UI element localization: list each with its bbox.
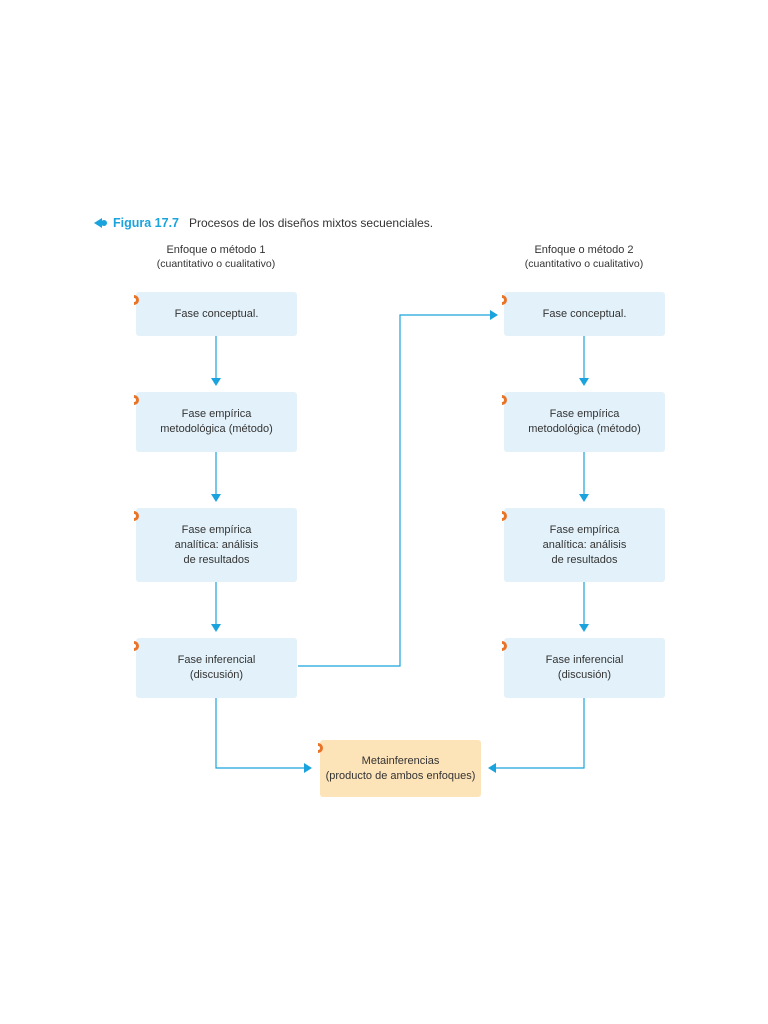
connector-c1-to-meta <box>215 698 306 769</box>
connector-c2-to-meta <box>494 698 585 769</box>
figure-caption: Figura 17.7 Procesos de los diseños mixt… <box>94 216 433 230</box>
figure-label: Figura 17.7 <box>113 216 179 230</box>
arrowhead <box>211 624 221 632</box>
marker-icon <box>134 395 139 405</box>
box-line: Fase conceptual. <box>542 307 627 320</box>
arrow-left-icon <box>94 218 102 228</box>
box-line: (discusión) <box>557 669 612 681</box>
column-1-heading-line: (cuantitativo o cualitativo) <box>156 258 276 270</box>
column-2-heading: Enfoque o método 2 (cuantitativo o cuali… <box>484 243 684 271</box>
box-line: (producto de ambos enfoques) <box>325 769 476 782</box>
box-line: Fase conceptual. <box>174 307 259 320</box>
c2-box-inferencial: Fase inferencial (discusión) <box>502 638 665 698</box>
c1-box-conceptual: Fase conceptual. <box>134 292 297 336</box>
box-line: Fase inferencial <box>545 654 624 666</box>
column-2-heading-line: Enfoque o método 2 <box>534 244 634 256</box>
marker-icon <box>134 511 139 521</box>
marker-icon <box>318 743 323 753</box>
marker-icon <box>502 511 507 521</box>
column-1-heading-line: Enfoque o método 1 <box>166 244 266 256</box>
arrowhead <box>488 763 496 773</box>
box-line: Fase empírica <box>549 408 620 420</box>
box-line: Fase empírica <box>181 408 252 420</box>
arrowhead <box>579 494 589 502</box>
box-line: (discusión) <box>189 669 244 681</box>
box-line: de resultados <box>551 553 618 566</box>
marker-icon <box>502 641 507 651</box>
arrowhead <box>304 763 312 773</box>
box-line: de resultados <box>183 553 250 566</box>
box-line: Fase empírica <box>549 523 620 536</box>
metainferencias-box: Metainferencias (producto de ambos enfoq… <box>318 740 481 797</box>
arrowhead <box>211 494 221 502</box>
arrowhead <box>490 310 498 320</box>
box-line: metodológica (método) <box>160 423 273 435</box>
c1-box-inferencial: Fase inferencial (discusión) <box>134 638 297 698</box>
box-line: Fase inferencial <box>177 654 256 666</box>
arrowhead <box>579 624 589 632</box>
arrowhead <box>579 378 589 386</box>
column-2-heading-line: (cuantitativo o cualitativo) <box>524 258 644 270</box>
box-line: Metainferencias <box>361 754 440 767</box>
box-line: analítica: análisis <box>174 538 259 551</box>
box-line: analítica: análisis <box>542 538 627 551</box>
marker-icon <box>502 295 507 305</box>
figure-title: Procesos de los diseños mixtos secuencia… <box>189 216 434 230</box>
arrowhead <box>211 378 221 386</box>
dot-icon <box>101 220 107 226</box>
c2-box-analitica: Fase empírica analítica: análisis de res… <box>502 508 665 582</box>
c1-box-analitica: Fase empírica analítica: análisis de res… <box>134 508 297 582</box>
box-line: metodológica (método) <box>528 423 641 435</box>
c2-box-metodologica: Fase empírica metodológica (método) <box>502 392 665 452</box>
c1-box-metodologica: Fase empírica metodológica (método) <box>134 392 297 452</box>
marker-icon <box>502 395 507 405</box>
connector-cross <box>298 314 492 667</box>
marker-icon <box>134 641 139 651</box>
c2-box-conceptual: Fase conceptual. <box>502 292 665 336</box>
box-line: Fase empírica <box>181 523 252 536</box>
marker-icon <box>134 295 139 305</box>
column-1-heading: Enfoque o método 1 (cuantitativo o cuali… <box>116 243 316 271</box>
